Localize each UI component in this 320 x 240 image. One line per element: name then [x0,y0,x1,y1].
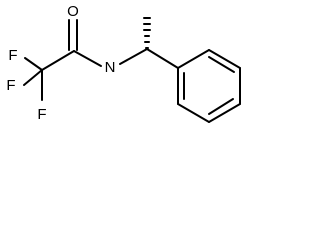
bond-cf3-cf-top [24,57,43,71]
molecule-diagram: O N F F F [6,3,241,123]
fluorine-bottom-label: F [37,106,46,123]
bond-carbonyl-nitrogen [73,50,102,67]
bond-chiral-carbon-ring [146,48,179,69]
ring-bond-1 [177,49,210,69]
ring-double-bond-inner-2 [208,98,234,115]
oxygen-label: O [67,3,79,20]
ring-double-bond-inner-1 [208,56,235,73]
fluorine-left-label: F [6,77,15,94]
bond-nitrogen-chiral-carbon [119,48,148,65]
ring-bond-2 [208,49,241,69]
chemical-structure-view: O N F F F [0,0,254,134]
nitrogen-label: N [105,59,116,76]
ring-bond-4 [208,103,241,123]
fluorine-top-label: F [8,47,17,64]
stereo-hash-bond [143,17,151,49]
bond-cf3-carbonyl [41,50,75,71]
bond-cf3-cf-left [23,69,43,86]
ring-bond-5 [177,103,210,123]
